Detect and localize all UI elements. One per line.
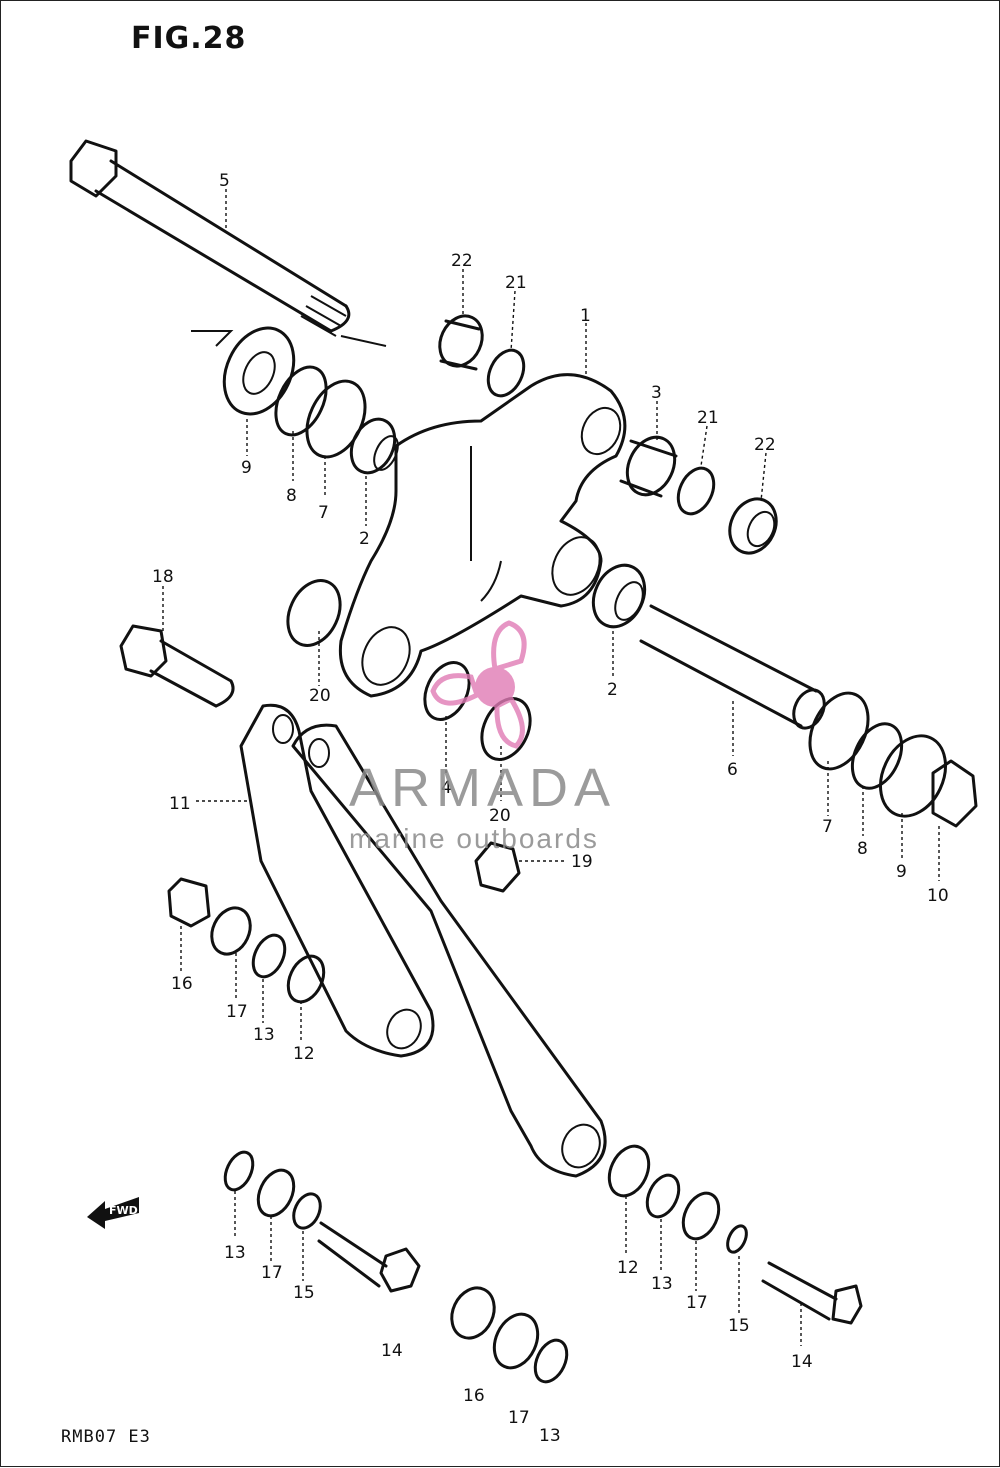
bolt-arrow-left	[191, 330, 234, 347]
callout-16-left: 16	[171, 974, 193, 994]
callout-2-lower: 2	[607, 680, 618, 700]
callout-9-right: 9	[896, 862, 907, 882]
callout-19: 19	[571, 852, 593, 872]
callout-7-right: 7	[822, 817, 833, 837]
callout-8-left: 8	[286, 486, 297, 506]
callout-5: 5	[219, 171, 230, 191]
callout-1: 1	[580, 306, 591, 326]
callout-13-bottom-left: 13	[224, 1243, 246, 1263]
bottom-right-stack	[607, 1144, 863, 1325]
bottom-center-stack	[450, 1286, 569, 1384]
callout-17-bottom: 17	[508, 1408, 530, 1428]
callout-7-left: 7	[318, 503, 329, 523]
left-bearing-stack	[222, 326, 399, 475]
callout-17-bottom-right: 17	[686, 1293, 708, 1313]
bottom-left-stack	[223, 1150, 421, 1293]
callout-9-left: 9	[241, 458, 252, 478]
callout-15-bottom-right: 15	[728, 1316, 750, 1336]
right-top-bushing-stack	[619, 435, 778, 555]
leader-lines	[162, 189, 940, 1346]
cushion-lever-body	[338, 373, 627, 698]
cushion-rods	[239, 703, 607, 1178]
watermark-tagline: marine outboards	[349, 823, 599, 854]
callout-20-left: 20	[309, 686, 331, 706]
figure-title: FIG.28	[131, 21, 247, 56]
nut-19	[474, 841, 521, 893]
callout-3: 3	[651, 383, 662, 403]
callout-18: 18	[152, 567, 174, 587]
forward-arrow-label: FWD	[109, 1204, 138, 1217]
forward-arrow-icon: FWD	[87, 1197, 139, 1229]
callout-22-right: 22	[754, 435, 776, 455]
callout-14-right: 14	[791, 1352, 813, 1372]
callout-21-right: 21	[697, 408, 719, 428]
right-bearing-stack	[808, 691, 978, 828]
watermark-logo	[430, 620, 527, 749]
callout-13-bottom: 13	[539, 1426, 561, 1446]
callout-12-left: 12	[293, 1044, 315, 1064]
top-bushing-stack	[438, 314, 526, 398]
watermark-brand: ARMADA	[349, 758, 617, 818]
callout-6: 6	[727, 760, 738, 780]
callout-4: 4	[441, 778, 452, 798]
bolt-arrow-right	[340, 335, 387, 347]
model-code: RMB07 E3	[61, 1427, 151, 1447]
bolt-18	[119, 624, 235, 708]
callout-13-left: 13	[253, 1025, 275, 1045]
callout-14-left: 14	[381, 1341, 403, 1361]
callout-15-bottom-left: 15	[293, 1283, 315, 1303]
lower-bearing-and-shaft	[591, 563, 826, 730]
callout-13-bottom-right: 13	[651, 1274, 673, 1294]
callout-11: 11	[169, 794, 191, 814]
callout-8-right: 8	[857, 839, 868, 859]
callout-16-bottom: 16	[463, 1386, 485, 1406]
left-rod-bushings	[167, 877, 326, 1004]
callout-labels: 5 22 21 1 3 21 22 9 8 7 2 18 20 2 4 6 20…	[152, 171, 949, 1446]
callout-12-bottom-right: 12	[617, 1258, 639, 1278]
callout-21-top: 21	[505, 273, 527, 293]
callout-22-top: 22	[451, 251, 473, 271]
callout-2-upper: 2	[359, 529, 370, 549]
pivot-bolt-part	[69, 139, 351, 337]
callout-10: 10	[927, 886, 949, 906]
callout-17-left: 17	[226, 1002, 248, 1022]
callout-20-right: 20	[489, 806, 511, 826]
callout-17-bottom-left: 17	[261, 1263, 283, 1283]
